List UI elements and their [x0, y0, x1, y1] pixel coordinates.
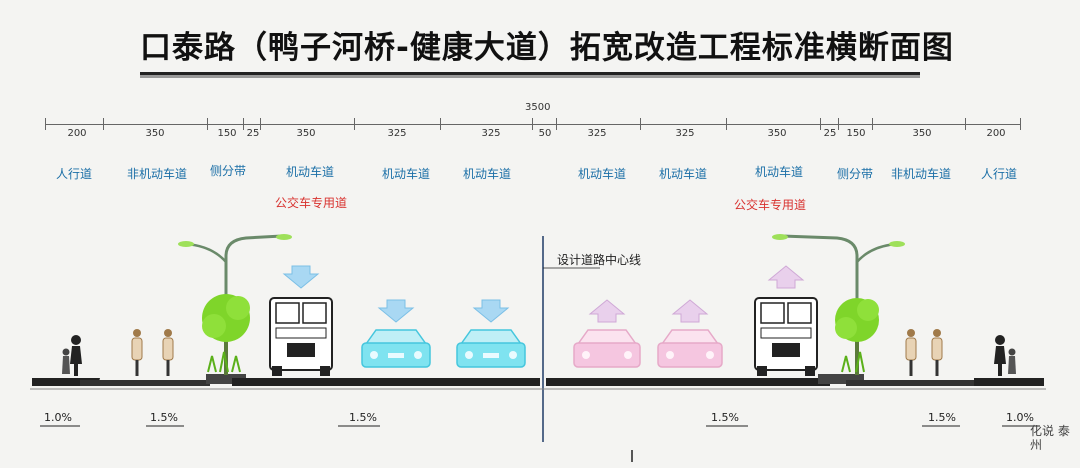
- page-title: 口泰路（鸭子河桥-健康大道）拓宽改造工程标准横断面图: [140, 30, 954, 66]
- segment-width-label: 200: [67, 128, 87, 139]
- bike-lane-right: [846, 380, 990, 386]
- street-lamp-right: [772, 234, 905, 375]
- dimension-tick: [838, 118, 839, 130]
- lane-label-bike-lane-left: 非机动车道: [126, 167, 188, 181]
- lane-label-motor-lane: 机动车道: [381, 167, 431, 181]
- lane-label-median-right: 侧分带: [836, 167, 874, 181]
- segment-width-label: 350: [296, 128, 316, 139]
- arrow-up-icon: [671, 299, 709, 323]
- arrow-down-icon: [472, 299, 510, 323]
- lane-label-sidewalk-left: 人行道: [55, 167, 93, 181]
- slope-label: 1.5%: [349, 411, 377, 424]
- dimension-tick: [207, 118, 208, 130]
- arrow-up-icon: [767, 265, 805, 289]
- bus-left: [269, 297, 333, 376]
- tree-right: [835, 298, 879, 375]
- bike-lane-left: [80, 380, 210, 386]
- dimension-tick: [532, 118, 533, 130]
- lane-label-motor-lane: 机动车道: [658, 167, 708, 181]
- slope-label: 1.5%: [150, 411, 178, 424]
- dimension-tick: [45, 118, 46, 130]
- segment-width-label: 25: [246, 128, 260, 139]
- dimension-tick: [103, 118, 104, 130]
- dimension-tick: [354, 118, 355, 130]
- bus-lane-label-right: 公交车专用道: [733, 198, 807, 212]
- segment-width-label: 350: [767, 128, 787, 139]
- car-left-2: [456, 329, 526, 368]
- cyclist-icon: [162, 329, 174, 376]
- watermark: 化说 泰州: [1030, 424, 1070, 452]
- segment-width-label: 325: [587, 128, 607, 139]
- segment-width-label: 325: [481, 128, 501, 139]
- car-left-1: [361, 329, 431, 368]
- cyclist-icon: [905, 329, 917, 376]
- dimension-tick: [556, 118, 557, 130]
- dimension-tick: [872, 118, 873, 130]
- lane-label-motor-lane: 机动车道: [285, 165, 335, 179]
- arrow-up-icon: [588, 299, 626, 323]
- segment-width-label: 325: [387, 128, 407, 139]
- dimension-tick: [726, 118, 727, 130]
- arrow-down-icon: [377, 299, 415, 323]
- lane-label-median-left: 侧分带: [209, 164, 247, 178]
- dimension-tick: [1020, 118, 1021, 130]
- pedestrian-icon: [994, 335, 1016, 376]
- lane-label-motor-lane: 机动车道: [462, 167, 512, 181]
- segment-width-label: 150: [846, 128, 866, 139]
- segment-width-label: 25: [823, 128, 837, 139]
- street-lamp-left: [178, 234, 292, 375]
- lane-label-sidewalk-right: 人行道: [980, 167, 1018, 181]
- lane-label-motor-lane: 机动车道: [754, 165, 804, 179]
- dimension-tick: [640, 118, 641, 130]
- segment-width-label: 150: [217, 128, 237, 139]
- car-right-2: [657, 329, 723, 368]
- segment-width-label: 50: [538, 128, 552, 139]
- dimension-tick: [243, 118, 244, 130]
- car-right-1: [573, 329, 641, 368]
- bus-right: [754, 297, 818, 376]
- lane-label-bike-lane-right: 非机动车道: [890, 167, 952, 181]
- slope-label: 1.0%: [1006, 411, 1034, 424]
- motor-lanes-left: [232, 378, 540, 386]
- slope-label: 1.5%: [711, 411, 739, 424]
- dimension-tick: [965, 118, 966, 130]
- lane-label-motor-lane: 机动车道: [577, 167, 627, 181]
- segment-width-label: 350: [145, 128, 165, 139]
- segment-width-label: 200: [986, 128, 1006, 139]
- title-underline: [140, 72, 920, 75]
- cyclist-icon: [931, 329, 943, 376]
- sidewalk-right: [974, 378, 1044, 386]
- tree-left: [202, 294, 250, 375]
- cyclist-icon: [131, 329, 143, 376]
- road-surface: [30, 374, 1046, 390]
- centerline-label: 设计道路中心线: [557, 253, 642, 267]
- slope-label: 1.5%: [928, 411, 956, 424]
- motor-lanes-right: [546, 378, 830, 386]
- segment-width-label: 350: [912, 128, 932, 139]
- segment-width-label: 325: [675, 128, 695, 139]
- slope-label: 1.0%: [44, 411, 72, 424]
- pedestrian-icon: [62, 335, 82, 376]
- bus-lane-label-left: 公交车专用道: [274, 196, 348, 210]
- arrow-down-icon: [282, 265, 320, 289]
- dimension-tick: [440, 118, 441, 130]
- dimension-tick: [260, 118, 261, 130]
- total-width-label: 3500: [525, 102, 551, 113]
- dimension-tick: [820, 118, 821, 130]
